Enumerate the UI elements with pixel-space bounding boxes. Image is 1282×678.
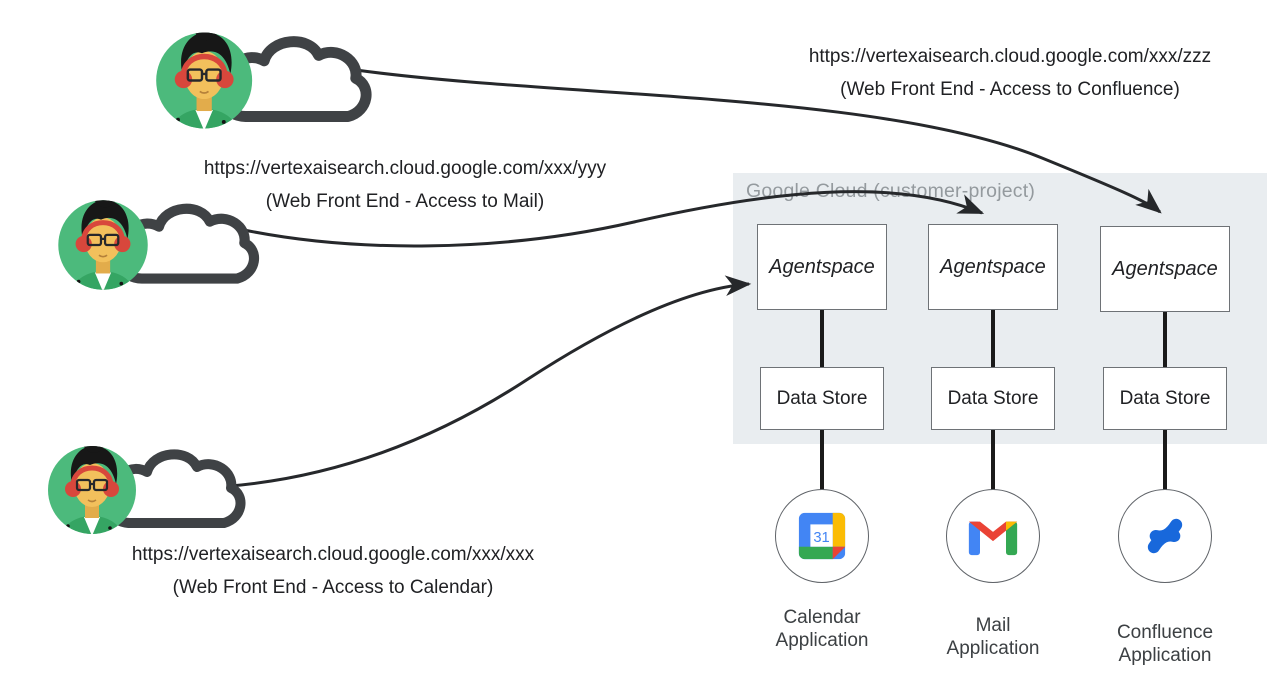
app-label-line: Confluence xyxy=(1116,622,1214,643)
calendar-day-number: 31 xyxy=(813,530,829,546)
url-text: https://vertexaisearch.cloud.google.com/… xyxy=(808,46,1212,67)
app-label-calendar: Calendar Application xyxy=(742,606,902,652)
confluence-icon xyxy=(1147,518,1183,554)
user-with-cloud-calendar xyxy=(46,430,256,550)
agentspace-box-calendar: Agentspace xyxy=(757,224,887,310)
user-with-cloud-confluence xyxy=(154,15,383,146)
url-caption: (Web Front End - Access to Calendar) xyxy=(172,577,494,598)
app-label-line: Application xyxy=(1118,645,1212,666)
app-label-line: Application xyxy=(775,630,869,651)
google-calendar-icon: 31 xyxy=(798,512,846,560)
data-store-box-mail: Data Store xyxy=(931,367,1055,430)
data-store-label: Data Store xyxy=(947,387,1039,409)
url-text: https://vertexaisearch.cloud.google.com/… xyxy=(203,158,607,179)
url-annotation-calendar: https://vertexaisearch.cloud.google.com/… xyxy=(98,538,568,604)
data-store-box-confluence: Data Store xyxy=(1103,367,1227,430)
data-store-box-calendar: Data Store xyxy=(760,367,884,430)
app-label-line: Mail xyxy=(975,615,1011,636)
app-label-line: Application xyxy=(946,638,1040,659)
url-annotation-mail: https://vertexaisearch.cloud.google.com/… xyxy=(170,152,640,218)
data-store-label: Data Store xyxy=(776,387,868,409)
app-label-confluence: Confluence Application xyxy=(1085,621,1245,667)
url-caption: (Web Front End - Access to Mail) xyxy=(265,191,545,212)
agentspace-box-mail: Agentspace xyxy=(928,224,1058,310)
data-store-label: Data Store xyxy=(1119,387,1211,409)
agentspace-label: Agentspace xyxy=(1112,257,1218,280)
app-label-line: Calendar xyxy=(783,607,861,628)
app-label-mail: Mail Application xyxy=(913,614,1073,660)
agentspace-label: Agentspace xyxy=(940,255,1046,278)
calendar-app-circle: 31 xyxy=(775,489,869,583)
confluence-app-circle xyxy=(1118,489,1212,583)
url-text: https://vertexaisearch.cloud.google.com/… xyxy=(131,544,535,565)
gmail-icon xyxy=(968,521,1018,555)
mail-app-circle xyxy=(946,489,1040,583)
agentspace-box-confluence: Agentspace xyxy=(1100,226,1230,312)
panel-title: Google Cloud (customer-project) xyxy=(746,180,1036,202)
agentspace-label: Agentspace xyxy=(769,255,875,278)
url-caption: (Web Front End - Access to Confluence) xyxy=(840,79,1180,100)
url-annotation-confluence: https://vertexaisearch.cloud.google.com/… xyxy=(775,40,1245,106)
arrow-calendar-user xyxy=(229,275,752,488)
